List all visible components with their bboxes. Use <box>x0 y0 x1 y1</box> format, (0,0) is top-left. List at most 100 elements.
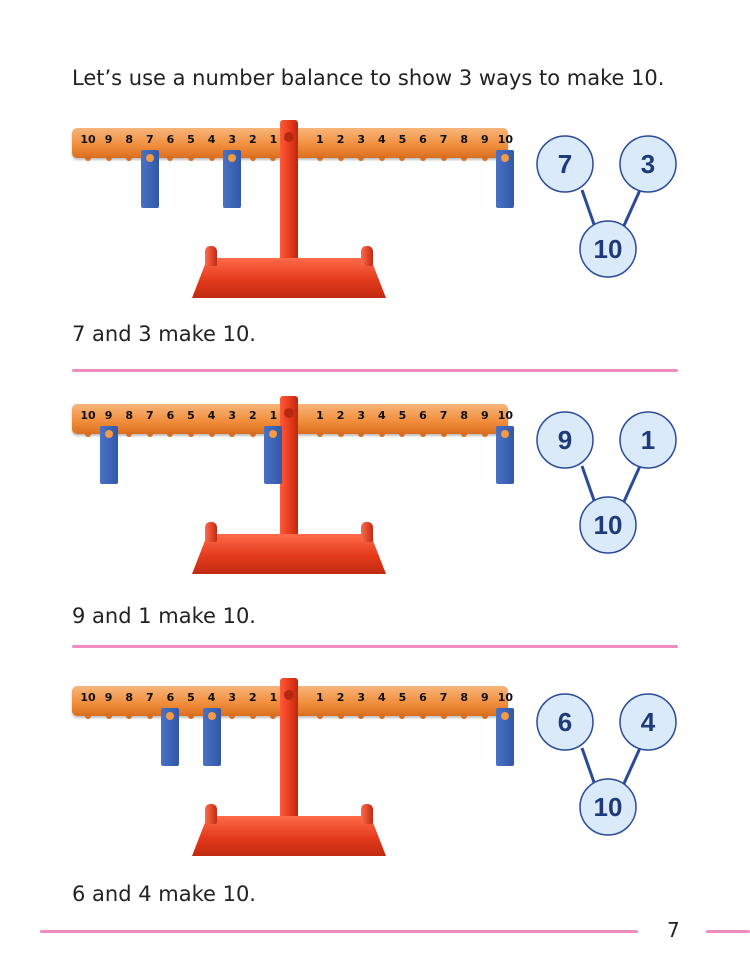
bond-number: 1 <box>641 425 655 455</box>
beam-number-label: 6 <box>166 409 175 422</box>
beam-number-label: 9 <box>104 133 113 146</box>
balance-post <box>280 678 298 828</box>
beam-peg <box>358 432 365 437</box>
balance-post <box>280 396 298 546</box>
blue-weight[interactable] <box>161 708 180 766</box>
bond-circle-whole: 10 <box>579 496 637 554</box>
beam-peg <box>337 432 344 437</box>
blue-weight[interactable] <box>496 708 515 766</box>
beam-number-label: 10 <box>80 133 96 146</box>
balance-base <box>192 258 386 298</box>
beam-number-label: 6 <box>419 409 427 422</box>
beam-peg <box>399 156 406 161</box>
beam-peg <box>167 432 174 437</box>
beam-number-label: 4 <box>207 409 216 422</box>
beam-number-label: 7 <box>145 409 154 422</box>
beam-number-label: 1 <box>269 691 278 704</box>
beam-number-label: 1 <box>316 691 324 704</box>
bond-circle-whole: 10 <box>579 778 637 836</box>
blue-weight[interactable] <box>202 708 221 766</box>
blue-weight[interactable] <box>140 150 159 208</box>
balance-post <box>280 120 298 270</box>
beam-peg <box>440 432 447 437</box>
beam-number-label: 9 <box>104 691 113 704</box>
beam-peg <box>270 156 277 161</box>
beam-peg <box>146 432 153 437</box>
beam-number-label: 1 <box>316 409 324 422</box>
beam-number-label: 5 <box>398 133 407 146</box>
beam-peg <box>105 714 112 719</box>
beam-number-label: 10 <box>497 409 514 422</box>
bond-number: 10 <box>594 510 623 540</box>
beam-peg <box>188 432 194 437</box>
beam-peg <box>317 714 323 719</box>
bond-circle-whole: 10 <box>579 220 637 278</box>
beam-peg <box>317 156 323 161</box>
beam-number-label: 10 <box>80 691 96 704</box>
blue-weight[interactable] <box>99 426 118 484</box>
beam-peg <box>440 714 447 719</box>
beam-peg <box>378 432 385 437</box>
beam-peg <box>270 714 277 719</box>
bond-circle-part1: 9 <box>536 411 594 469</box>
beam-number-label: 2 <box>248 133 257 146</box>
bond-connector-line <box>620 747 642 789</box>
balance-base <box>192 534 386 574</box>
beam-number-label: 5 <box>187 409 195 422</box>
beam-peg <box>481 714 488 719</box>
beam-number-label: 2 <box>336 409 345 422</box>
beam-peg <box>188 156 194 161</box>
beam-number-label: 3 <box>357 133 366 146</box>
beam-number-label: 7 <box>145 133 154 146</box>
sentence-text: 9 and 1 make 10. <box>72 604 256 628</box>
balance-base <box>192 816 386 856</box>
beam-peg <box>249 432 256 437</box>
beam-number-label: 3 <box>228 691 237 704</box>
beam-number-label: 10 <box>80 409 96 422</box>
number-bond: 9 1 10 <box>534 411 684 554</box>
beam-peg <box>85 714 91 719</box>
beam-peg <box>399 714 406 719</box>
bond-connector-line <box>580 189 598 231</box>
beam-peg <box>85 156 91 161</box>
bond-circle-part2: 4 <box>619 693 677 751</box>
bottom-line-left <box>40 930 638 933</box>
beam-number-label: 4 <box>377 133 386 146</box>
base-peg <box>205 246 217 266</box>
beam-number-label: 4 <box>377 691 386 704</box>
beam-peg <box>399 432 406 437</box>
beam-peg <box>126 714 133 719</box>
beam-peg <box>440 156 447 161</box>
bond-connector-line <box>580 465 598 507</box>
beam-number-label: 5 <box>398 691 407 704</box>
beam-peg <box>461 156 468 161</box>
beam-number-label: 8 <box>460 691 469 704</box>
blue-weight[interactable] <box>223 150 242 208</box>
sentence-text: 7 and 3 make 10. <box>72 322 256 346</box>
intro-text: Let’s use a number balance to show 3 way… <box>72 66 665 90</box>
section-divider <box>72 369 678 372</box>
beam-number-label: 8 <box>125 691 134 704</box>
beam-peg <box>167 156 174 161</box>
beam-number-label: 7 <box>439 409 448 422</box>
beam-number-label: 6 <box>166 133 175 146</box>
bond-number: 6 <box>558 707 572 737</box>
pivot-pin <box>284 690 294 700</box>
beam-peg <box>188 714 194 719</box>
beam-peg <box>126 432 133 437</box>
beam-number-label: 3 <box>228 409 237 422</box>
bond-connector-line <box>620 465 642 507</box>
beam-peg <box>208 156 215 161</box>
bond-connector-line <box>620 189 642 231</box>
blue-weight[interactable] <box>264 426 283 484</box>
beam-peg <box>229 714 236 719</box>
blue-weight[interactable] <box>496 150 515 208</box>
beam-number-label: 7 <box>439 133 448 146</box>
beam-peg <box>317 432 323 437</box>
beam-number-label: 9 <box>480 409 489 422</box>
blue-weight[interactable] <box>496 426 515 484</box>
beam-number-label: 10 <box>497 133 514 146</box>
beam-peg <box>105 156 112 161</box>
